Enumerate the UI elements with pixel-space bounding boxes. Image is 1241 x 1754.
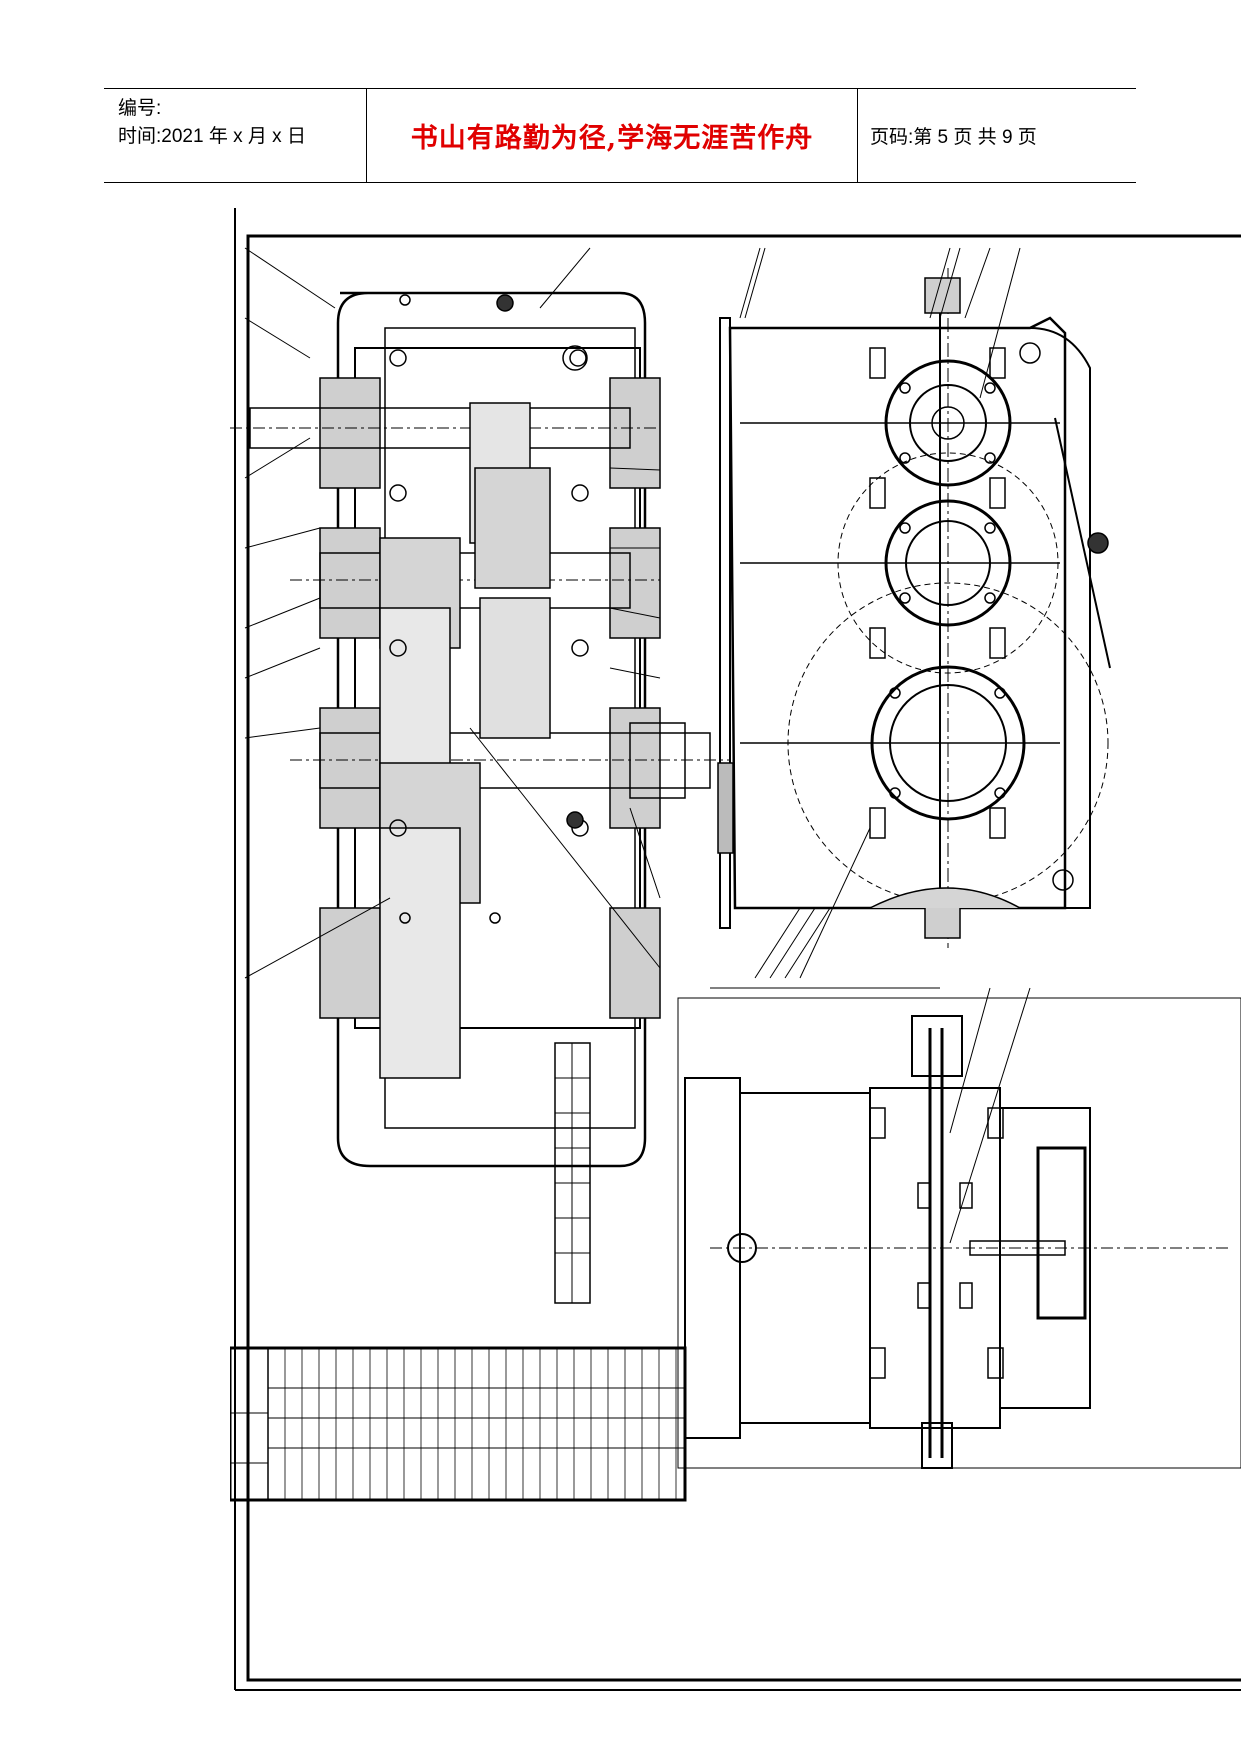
motto-text: 书山有路勤为径,学海无涯苦作舟 (410, 123, 814, 154)
top-section-view (230, 247, 730, 1168)
page-header: 编号: 时间:2021 年 x 月 x 日 书山有路勤为径,学海无涯苦作舟 页码… (104, 88, 1136, 183)
spec-table (554, 1042, 591, 1304)
serial-number-label: 编号: (118, 98, 162, 119)
header-motto-cell: 书山有路勤为径,学海无涯苦作舟 (367, 89, 858, 182)
header-meta: 编号: 时间:2021 年 x 月 x 日 (104, 89, 367, 182)
page-number: 页码:第 5 页 共 9 页 (870, 127, 1037, 148)
title-block (230, 1346, 687, 1502)
date-label: 时间:2021 年 x 月 x 日 (118, 126, 306, 147)
front-elevation-view (717, 247, 1111, 979)
gearbox-assembly-drawing-icon (230, 208, 1241, 1691)
side-view (677, 987, 1241, 1469)
header-page-cell: 页码:第 5 页 共 9 页 (858, 89, 1136, 182)
